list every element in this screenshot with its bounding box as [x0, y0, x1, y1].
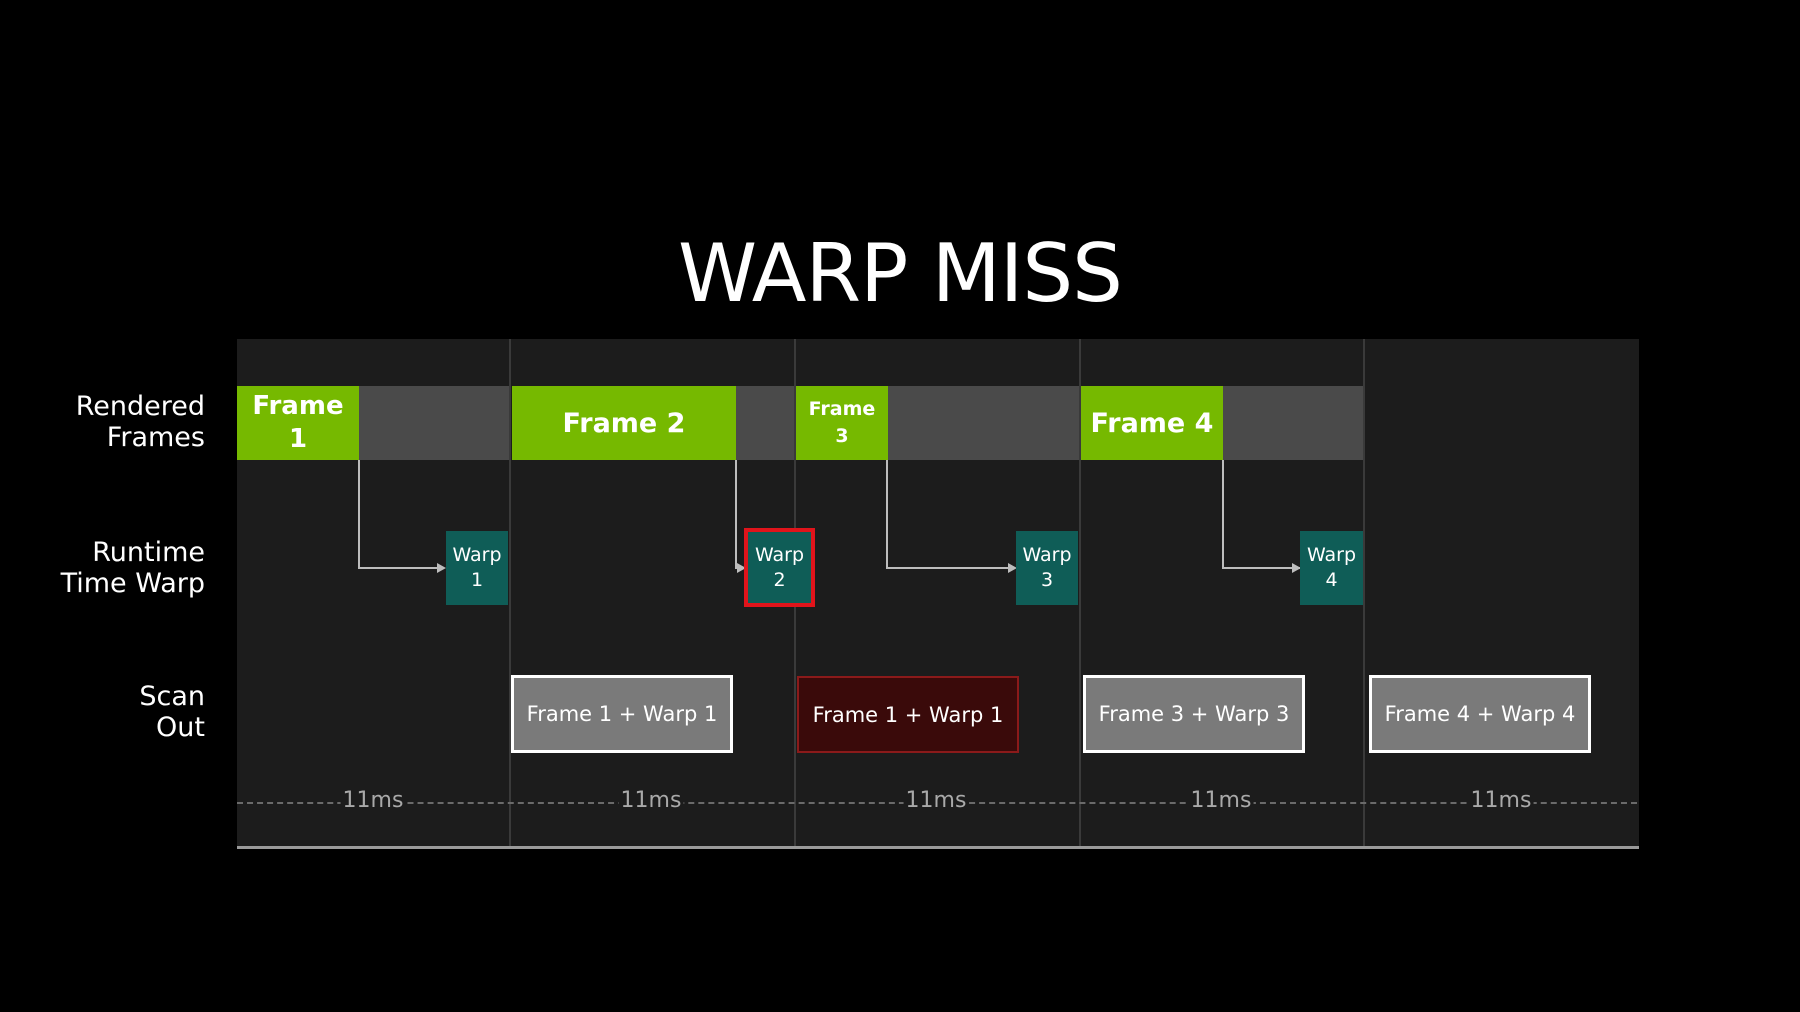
- row-label-rendered-frames: Rendered Frames: [5, 391, 205, 453]
- warp-label: Warp: [1306, 544, 1357, 566]
- warp-label: 1: [470, 569, 484, 591]
- idle-bar: [1223, 386, 1363, 460]
- warp-box-4: Warp 4: [1300, 531, 1363, 605]
- arrow-right-icon: [437, 563, 446, 573]
- connector-line: [886, 567, 1008, 569]
- row-label-line: Scan: [139, 681, 205, 712]
- scan-out-box-4: Frame 4 + Warp 4: [1369, 675, 1591, 753]
- idle-bar: [736, 386, 794, 460]
- interval-label: 11ms: [340, 788, 406, 813]
- frame-bar-label: Frame: [808, 398, 876, 420]
- scan-out-box-1: Frame 1 + Warp 1: [511, 675, 733, 753]
- interval-divider: [509, 339, 511, 846]
- arrow-right-icon: [1292, 563, 1301, 573]
- warp-label: 4: [1325, 569, 1338, 591]
- row-label-line: Frames: [106, 422, 205, 453]
- arrow-right-icon: [1008, 563, 1017, 573]
- interval-label: 11ms: [1468, 788, 1534, 813]
- timeline-baseline: [237, 846, 1639, 849]
- row-label-line: Out: [156, 712, 205, 743]
- warp-label: 3: [1040, 569, 1054, 591]
- frame-bar-4: Frame 4: [1081, 386, 1223, 460]
- warp-label: Warp: [754, 543, 805, 566]
- connector-line: [1222, 567, 1300, 569]
- frame-bar-label: 3: [835, 425, 849, 447]
- warp-box-1: Warp 1: [446, 531, 508, 605]
- connector-line: [1222, 460, 1224, 568]
- connector-line: [358, 567, 437, 569]
- scan-out-box-3: Frame 3 + Warp 3: [1083, 675, 1305, 753]
- connector-line: [358, 460, 360, 568]
- interval-label: 11ms: [618, 788, 684, 813]
- interval-label: 11ms: [903, 788, 969, 813]
- frame-bar-label: Frame 4: [1090, 407, 1214, 439]
- frame-bar-label: Frame 2: [562, 407, 686, 439]
- arrow-right-icon: [737, 563, 746, 573]
- warp-label: Warp: [1022, 544, 1072, 566]
- warp-label: Warp: [452, 544, 502, 566]
- row-label-line: Rendered: [75, 391, 205, 422]
- frame-bar-2: Frame 2: [512, 386, 736, 460]
- row-label-line: Runtime: [92, 537, 205, 568]
- row-label-runtime-time-warp: Runtime Time Warp: [5, 537, 205, 599]
- interval-divider: [1079, 339, 1081, 846]
- warp-box-2-missed: Warp 2: [744, 528, 815, 607]
- interval-label: 11ms: [1188, 788, 1254, 813]
- frame-bar-label: 1: [288, 424, 308, 454]
- warp-box-3: Warp 3: [1016, 531, 1078, 605]
- page-title: WARP MISS: [678, 227, 1123, 320]
- warp-label: 2: [773, 568, 786, 591]
- connector-line: [735, 460, 737, 568]
- scan-out-box-2-missed: Frame 1 + Warp 1: [797, 676, 1019, 753]
- interval-divider: [1363, 339, 1365, 846]
- frame-bar-1: Frame 1: [237, 386, 359, 460]
- frame-bar-label: Frame: [252, 391, 344, 421]
- idle-bar: [888, 386, 1079, 460]
- frame-bar-3: Frame 3: [796, 386, 888, 460]
- idle-bar: [359, 386, 509, 460]
- row-label-line: Time Warp: [60, 568, 205, 599]
- row-label-scan-out: Scan Out: [5, 681, 205, 743]
- connector-line: [886, 460, 888, 568]
